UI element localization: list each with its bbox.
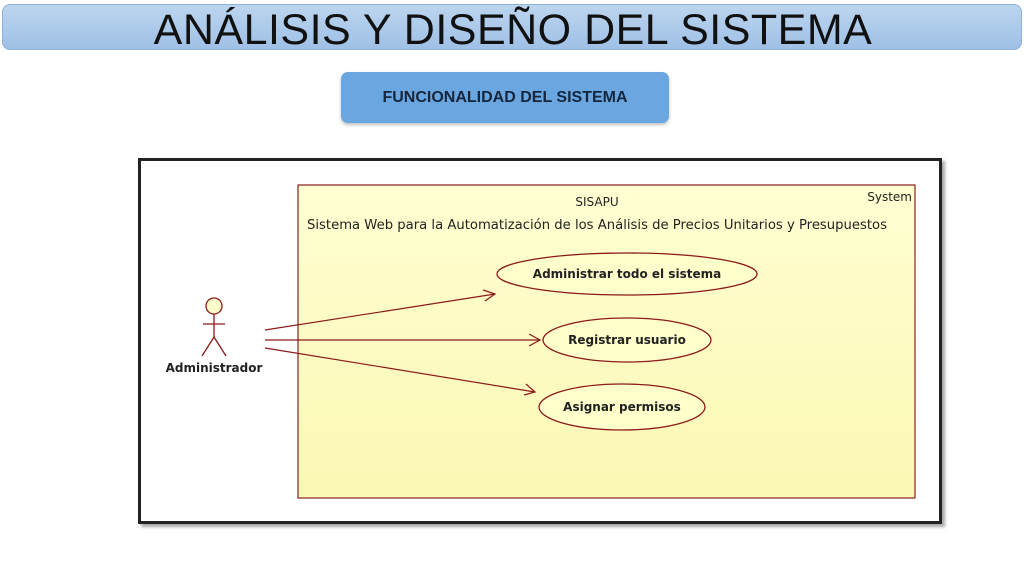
title-bar: ANÁLISIS Y DISEÑO DEL SISTEMA [2, 4, 1022, 54]
slide-title: ANÁLISIS Y DISEÑO DEL SISTEMA [153, 6, 873, 54]
system-name: SISAPU [575, 195, 618, 209]
association-administrar [264, 289, 497, 331]
use-case-label: Asignar permisos [563, 400, 681, 414]
use-case-diagram: System SISAPU Sistema Web para la Automa… [166, 184, 916, 499]
use-case-label: Administrar todo el sistema [533, 267, 721, 281]
use-case-registrar-usuario[interactable]: Registrar usuario [542, 317, 712, 363]
actor-head [205, 297, 223, 315]
actor-left-leg [201, 336, 215, 357]
actor-administrador[interactable]: Administrador [166, 297, 263, 375]
actor-label: Administrador [166, 361, 263, 375]
system-stereotype: System [867, 190, 912, 204]
use-case-administrar-todo-el-sistema[interactable]: Administrar todo el sistema [496, 252, 758, 296]
actor-right-leg [213, 336, 227, 357]
subtitle-label: FUNCIONALIDAD DEL SISTEMA [382, 88, 628, 106]
association-registrar [265, 333, 542, 347]
association-asignar [264, 347, 537, 396]
system-description: Sistema Web para la Automatización de lo… [307, 218, 887, 233]
use-case-diagram-frame: System SISAPU Sistema Web para la Automa… [138, 158, 942, 524]
use-case-label: Registrar usuario [568, 333, 686, 347]
subtitle-button[interactable]: FUNCIONALIDAD DEL SISTEMA [341, 72, 669, 123]
use-case-asignar-permisos[interactable]: Asignar permisos [538, 383, 706, 431]
